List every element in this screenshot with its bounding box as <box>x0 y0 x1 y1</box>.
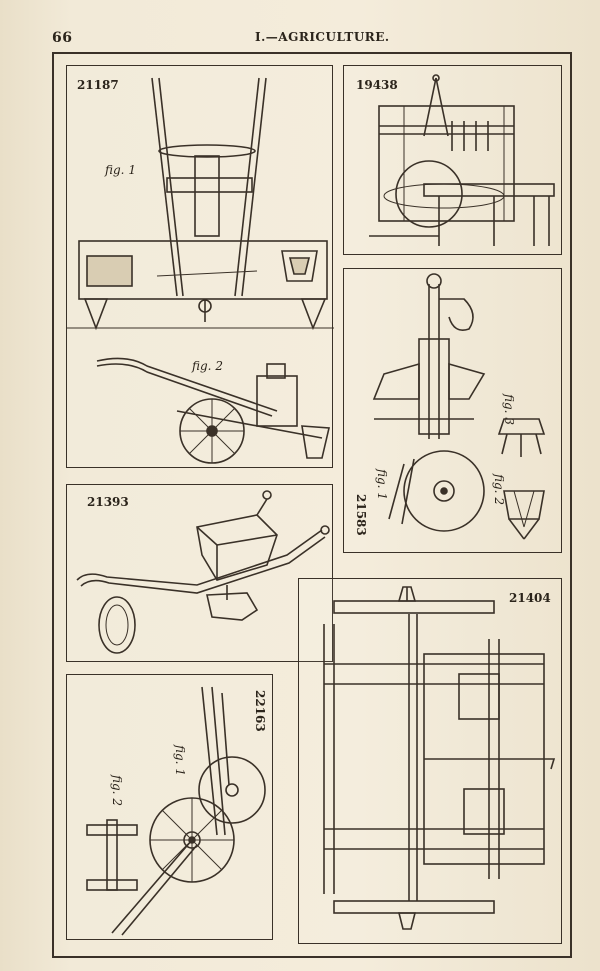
churn-illustration <box>369 74 555 246</box>
patent-number: 21187 <box>77 78 119 92</box>
mower-frame-illustration <box>323 586 556 930</box>
plate-frame <box>52 52 572 958</box>
panel-21393: 21393 <box>66 484 333 662</box>
panel-21583: 21583 fig. 1 fig. 2 fig. 3 <box>343 268 562 553</box>
patent-number: 21393 <box>87 495 129 509</box>
panel-22163: 22163 fig. 1 fig. 2 <box>66 674 273 940</box>
fig-label: fig. 2 <box>192 359 223 373</box>
patent-number: 19438 <box>356 78 398 92</box>
cultivator-illustration <box>86 686 266 936</box>
panel-19438: 19438 <box>343 65 562 255</box>
fig-label: fig. 1 <box>105 163 136 177</box>
panel-21187: 21187 fig. 1 fig. 2 <box>66 65 334 468</box>
page-number: 66 <box>52 30 73 46</box>
hand-planter-illustration <box>76 490 330 654</box>
grain-drill-illustration <box>372 273 546 540</box>
running-head: I.—AGRICULTURE. <box>255 30 390 44</box>
patent-number: 21404 <box>509 591 551 605</box>
seed-planter-illustration <box>67 77 334 464</box>
panel-21404: 21404 <box>298 578 562 944</box>
